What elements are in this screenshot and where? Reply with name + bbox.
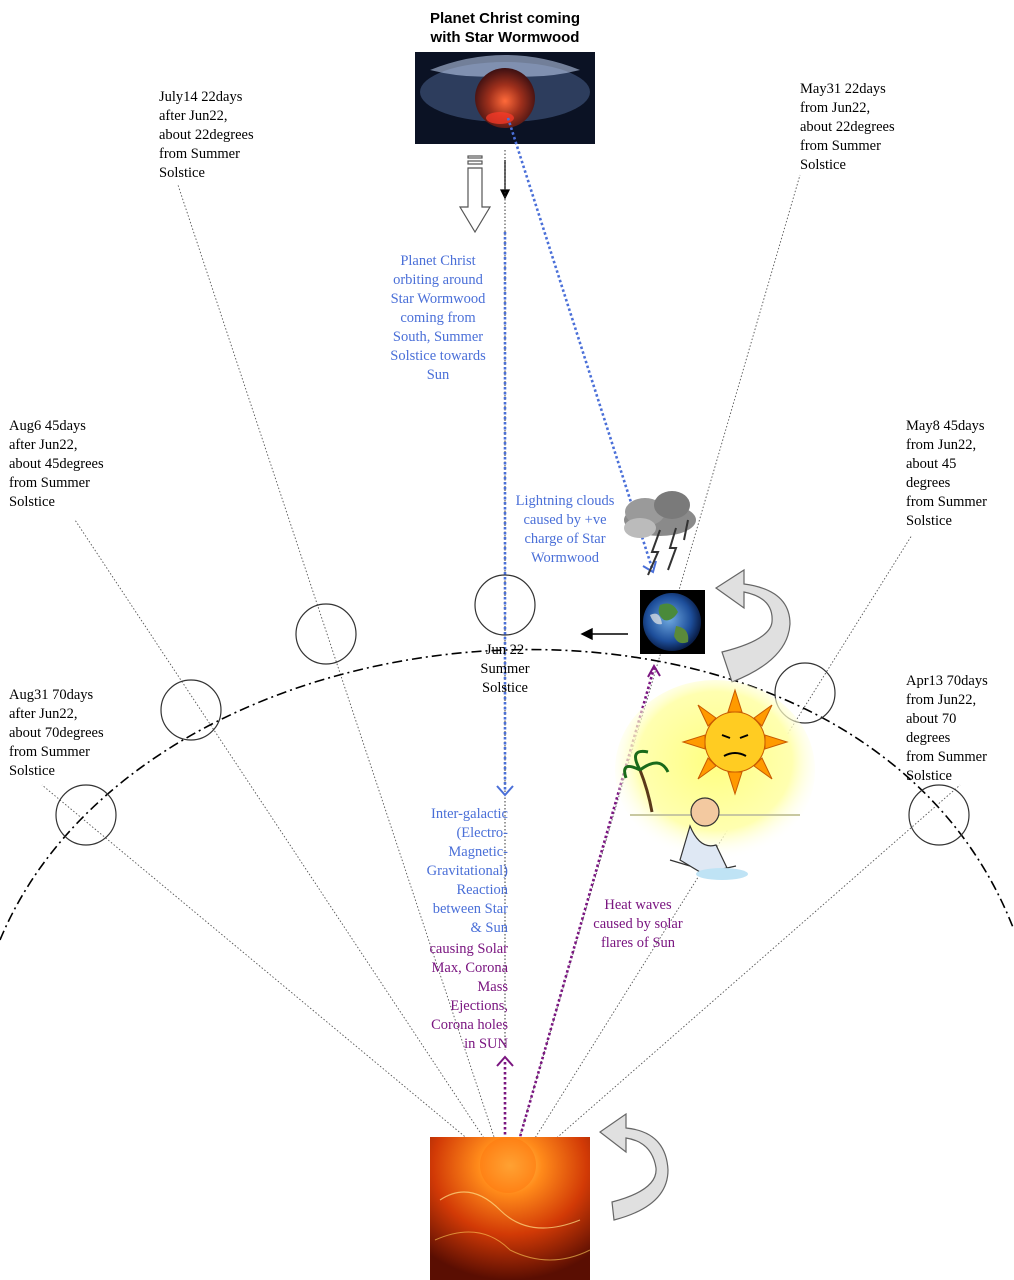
- radial-line-aug31: [41, 784, 506, 1171]
- label-jun22: Jun 22 Summer Solstice: [480, 642, 530, 696]
- sun-image: [430, 1137, 591, 1280]
- blue-vertical-arrow: [496, 232, 514, 797]
- circle-aug6: [160, 679, 222, 741]
- radial-line-jul14: [177, 184, 506, 1171]
- angry-sun-icon: [681, 688, 789, 796]
- circle-jul14: [295, 603, 357, 665]
- palm-tree-icon: [623, 749, 670, 813]
- down-hollow-arrow-icon: [458, 155, 492, 234]
- label-aug6: Aug6 45days after Jun22, about 45degrees…: [9, 418, 104, 510]
- label-may8: May8 45days from Jun22, about 45 degrees…: [906, 418, 987, 529]
- label-may31: May31 22days from Jun22, about 22degrees…: [800, 81, 895, 173]
- earth-image: [640, 590, 705, 654]
- lightning-cloud-icon: [624, 491, 696, 576]
- label-apr13: Apr13 70days from Jun22, about 70 degree…: [906, 673, 988, 784]
- label-jul14: July14 22days after Jun22, about 22degre…: [159, 89, 254, 181]
- annotation-intergalactic-purple: causing Solar Max, Corona Mass Ejections…: [429, 941, 508, 1052]
- earth-rotation-arrow-icon: [714, 568, 791, 683]
- blue-diagonal-arrow: [506, 117, 657, 574]
- radial-line-may8: [514, 534, 913, 1171]
- circle-may8: [774, 662, 836, 724]
- annotation-intergalactic-blue: Inter-galactic (Electro- Magnetic- Gravi…: [426, 806, 508, 936]
- annotation-lightning: Lightning clouds caused by +ve charge of…: [515, 493, 615, 566]
- radial-line-aug6: [74, 519, 506, 1171]
- planet-christ-image: [415, 52, 595, 144]
- radial-line-apr13: [519, 784, 961, 1171]
- diagram-title: Planet Christ coming with Star Wormwood: [429, 10, 581, 46]
- heatwave-illustration: [615, 680, 815, 880]
- annotation-orbiting: Planet Christ orbiting around Star Wormw…: [390, 253, 486, 383]
- sun-rotation-arrow-icon: [598, 1112, 669, 1221]
- circle-apr13: [908, 784, 970, 846]
- circle-aug31: [55, 784, 117, 846]
- thirsty-man-icon: [669, 797, 748, 880]
- earth-direction-arrow: [580, 627, 628, 641]
- label-aug31: Aug31 70days after Jun22, about 70degree…: [9, 687, 104, 779]
- annotation-heatwaves: Heat waves caused by solar flares of Sun: [593, 897, 683, 951]
- position-circles: [55, 574, 970, 846]
- orbit-arc: [0, 648, 1014, 941]
